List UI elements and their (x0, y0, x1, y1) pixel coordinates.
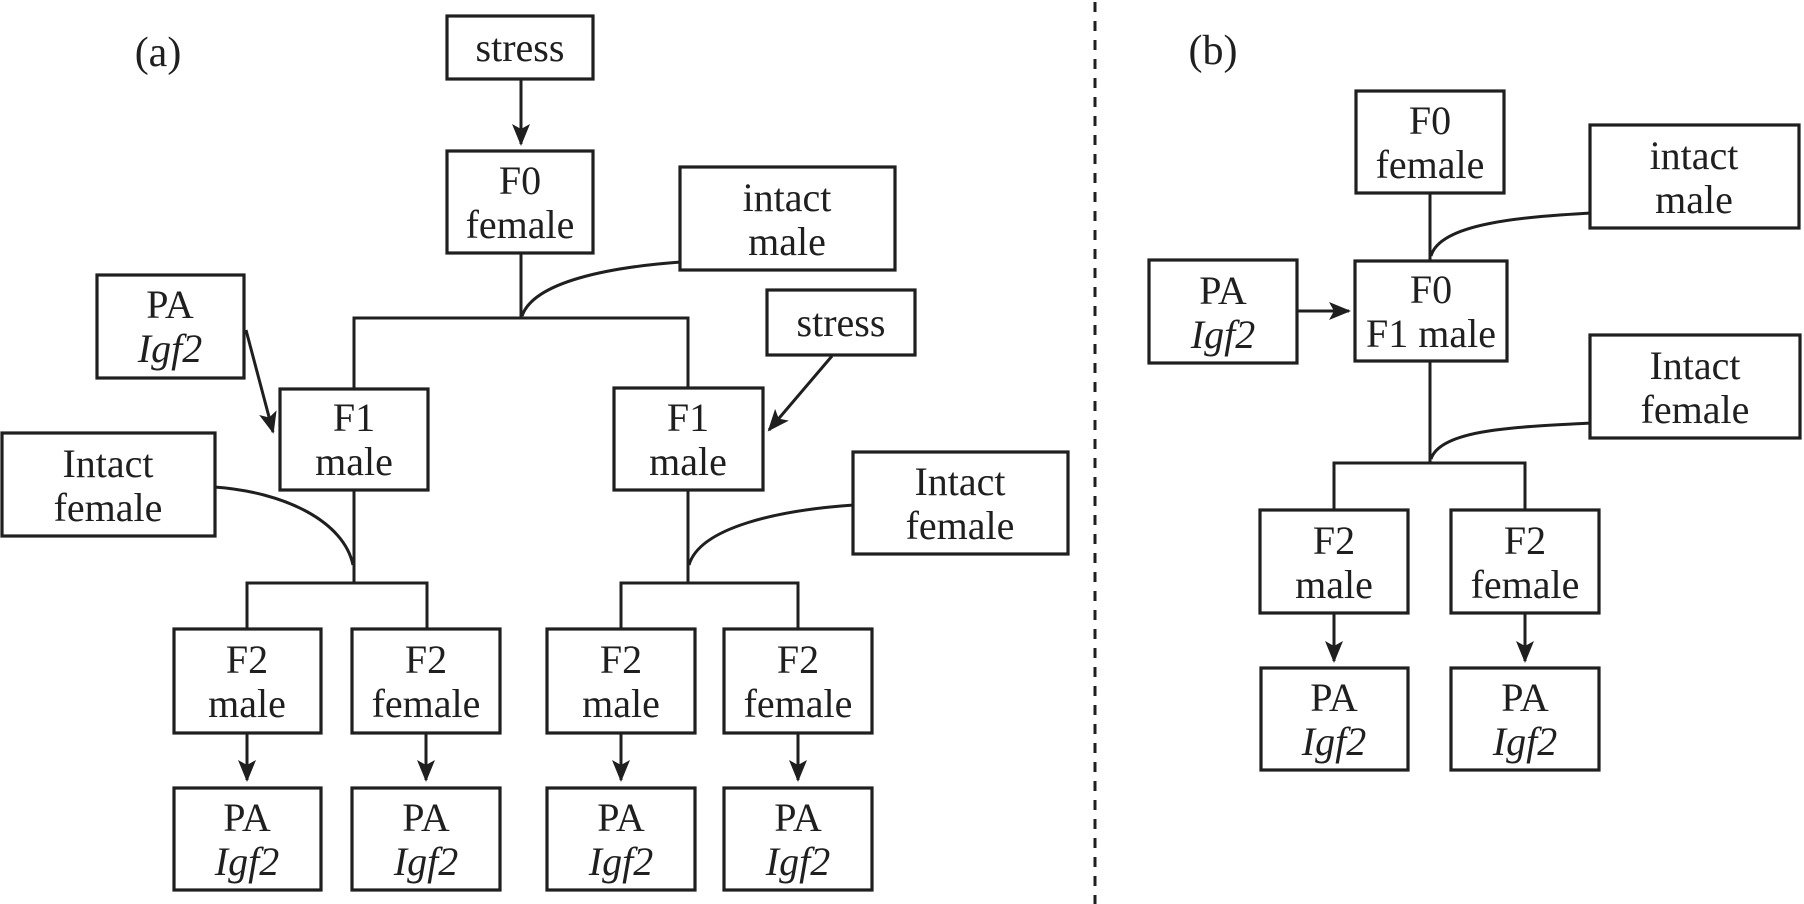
box-label: F2 (405, 637, 447, 682)
box-label: intact (743, 175, 832, 220)
box-label: intact (1650, 133, 1739, 178)
box-f2-male-left: F2 male (172, 627, 323, 735)
box-label: male (208, 681, 286, 726)
box-label: F2 (226, 637, 268, 682)
box-pa-igf2-4: PA Igf2 (722, 786, 874, 892)
curve-intact-male-to-mating (520, 260, 682, 317)
box-f0-female-b: F0 female (1354, 89, 1506, 195)
box-pa-igf2-male-b: PA Igf2 (1259, 666, 1410, 772)
box-pa-igf2-female-b: PA Igf2 (1449, 666, 1601, 772)
box-label: PA (1199, 268, 1247, 313)
box-label: female (1641, 387, 1750, 432)
box-f0-female: F0 female (445, 149, 595, 255)
box-label-gene: Igf2 (137, 326, 202, 371)
box-label: male (1655, 177, 1733, 222)
box-label-gene: Igf2 (1492, 719, 1557, 764)
box-label: F1 (667, 395, 709, 440)
box-pa-igf2: PA Igf2 (95, 273, 246, 380)
curve-intact-female-left-to-mating (213, 485, 355, 566)
box-label-gene: Igf2 (393, 839, 458, 884)
box-label: male (1295, 562, 1373, 607)
box-label: male (748, 219, 826, 264)
box-label: male (315, 439, 393, 484)
box-label: Intact (1649, 343, 1740, 388)
split-f1-right-offspring (619, 581, 800, 629)
box-label: female (1471, 562, 1580, 607)
box-label: PA (774, 795, 822, 840)
box-label: F0 (1409, 98, 1451, 143)
split-f0-offspring (352, 316, 690, 389)
box-intact-female-right: Intact female (851, 450, 1070, 556)
box-label: female (906, 503, 1015, 548)
box-label: PA (402, 795, 450, 840)
box-f1-male-right: F1 male (612, 386, 765, 492)
box-f1-male-left: F1 male (278, 387, 430, 492)
box-stress-right: stress (765, 288, 917, 357)
box-f0-f1-male-b: F0 F1 male (1353, 259, 1509, 363)
box-label: F1 (333, 395, 375, 440)
box-label-gene: Igf2 (1301, 719, 1366, 764)
curve-intact-female-to-mating-b (1429, 421, 1592, 460)
box-label: PA (146, 282, 194, 327)
box-intact-female-b: Intact female (1588, 333, 1802, 440)
arrow-pa-igf2-to-f1-male-left (244, 329, 277, 434)
box-pa-igf2-1: PA Igf2 (172, 786, 323, 892)
box-label: PA (1310, 675, 1358, 720)
box-label-gene: Igf2 (765, 839, 830, 884)
box-f2-female-left: F2 female (350, 627, 502, 735)
box-label: F2 (1313, 518, 1355, 563)
box-label: female (372, 681, 481, 726)
box-label: female (54, 485, 163, 530)
box-label-gene: Igf2 (588, 839, 653, 884)
box-f2-male-right: F2 male (545, 627, 697, 735)
curve-intact-female-right-to-mating (687, 503, 855, 566)
split-f1-left-offspring (245, 581, 429, 629)
box-label: female (1376, 142, 1485, 187)
box-label: F2 (777, 637, 819, 682)
box-label: female (744, 681, 853, 726)
curve-intact-male-to-mating-b (1429, 211, 1592, 257)
box-intact-male-b: intact male (1588, 123, 1801, 230)
box-label: stress (797, 300, 886, 345)
arrow-stress-to-f1-male-right (767, 355, 834, 432)
split-f1-offspring-b (1332, 461, 1527, 510)
box-label: female (466, 202, 575, 247)
box-label: Intact (62, 441, 153, 486)
box-label: PA (597, 795, 645, 840)
box-intact-male: intact male (678, 165, 897, 272)
box-intact-female-left: Intact female (0, 431, 217, 538)
box-f2-female-b: F2 female (1449, 508, 1601, 615)
panel-b-label: (b) (1189, 28, 1238, 74)
box-pa-igf2-2: PA Igf2 (350, 786, 502, 892)
box-label-gene: Igf2 (1190, 312, 1255, 357)
box-pa-igf2-b: PA Igf2 (1147, 258, 1299, 365)
box-label: F2 (600, 637, 642, 682)
box-label: Intact (914, 459, 1005, 504)
box-stress-top: stress (445, 14, 595, 81)
panel-a-label: (a) (135, 30, 182, 76)
box-label: F1 male (1366, 311, 1496, 356)
box-f2-male-b: F2 male (1258, 508, 1410, 615)
box-label: PA (223, 795, 271, 840)
box-f2-female-right: F2 female (722, 627, 874, 735)
box-label: PA (1501, 675, 1549, 720)
box-label: F2 (1504, 518, 1546, 563)
box-label: F0 (1410, 267, 1452, 312)
box-label: male (649, 439, 727, 484)
box-label: male (582, 681, 660, 726)
box-label: F0 (499, 158, 541, 203)
box-label: stress (476, 25, 565, 70)
box-pa-igf2-3: PA Igf2 (545, 786, 697, 892)
box-label-gene: Igf2 (214, 839, 279, 884)
